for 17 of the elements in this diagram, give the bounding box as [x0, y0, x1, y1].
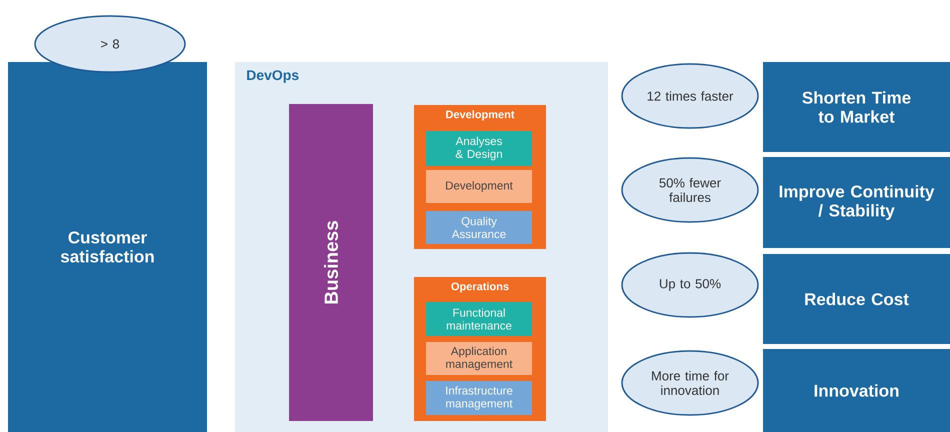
process-box: Functional maintenance: [426, 302, 532, 336]
metric-box: Customer satisfaction: [8, 62, 207, 432]
process-box: Application management: [426, 342, 532, 375]
goal-box: Shorten Time to Market: [763, 62, 950, 152]
oval-callout: Up to 50%: [621, 252, 759, 318]
oval-callout: More time for innovation: [621, 350, 759, 416]
process-box: Quality Assurance: [426, 211, 532, 244]
process-box: Analyses & Design: [426, 131, 532, 166]
bar: Business: [289, 104, 373, 421]
process-box: Development: [426, 170, 532, 203]
goal-box: Innovation: [763, 349, 950, 432]
goal-box: Reduce Cost: [763, 254, 950, 344]
goal-box: Improve Continuity / Stability: [763, 157, 950, 248]
oval-callout: 12 times faster: [621, 63, 759, 129]
process-box: Infrastructure management: [426, 381, 532, 415]
oval-callout: 50% fewer failures: [621, 157, 759, 223]
oval-callout: > 8: [34, 15, 186, 73]
